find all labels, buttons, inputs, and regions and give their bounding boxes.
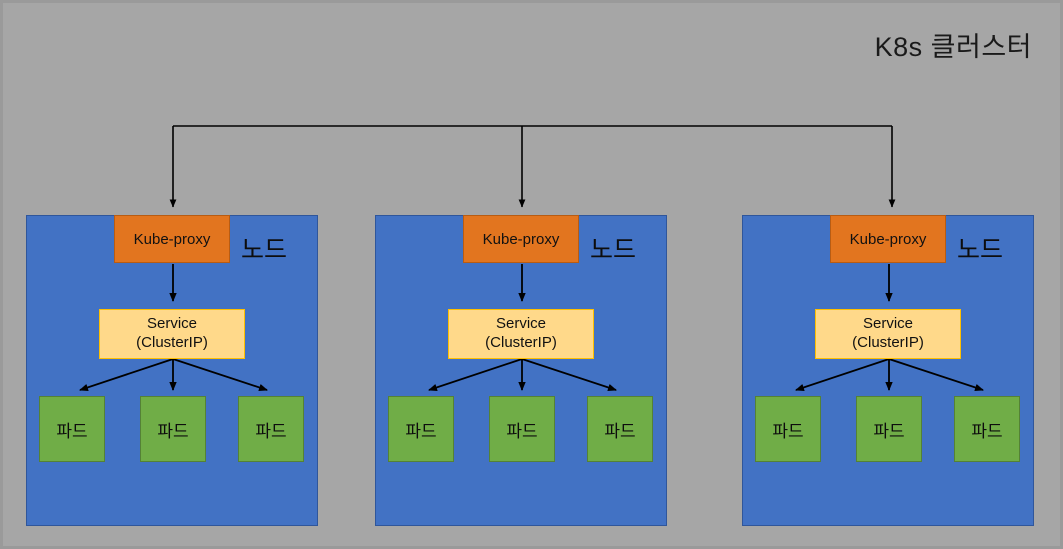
service-label-line1: Service [495,315,547,333]
service-label-line2: (ClusterIP) [485,334,557,351]
node-label: 노드 [589,236,636,264]
arrow-service-to-pod-3 [172,358,268,392]
node-box[interactable]: Kube-proxy 노드 Service (ClusterIP) 파드 파드 … [742,215,1034,526]
pod-box[interactable]: 파드 [954,396,1020,462]
pod-label: 파드 [255,421,287,441]
pods-row: 파드 파드 파드 [743,396,1033,462]
kube-proxy-box[interactable]: Kube-proxy [830,215,946,263]
node-box[interactable]: Kube-proxy 노드 Service (ClusterIP) 파드 파드 … [26,215,318,526]
service-box[interactable]: Service (ClusterIP) [448,309,594,359]
pods-row: 파드 파드 파드 [376,396,666,462]
arrow-service-to-pod-3 [888,358,984,392]
kube-proxy-box[interactable]: Kube-proxy [463,215,579,263]
service-label-line1: Service [862,315,914,333]
node-label: 노드 [240,236,287,264]
arrow-service-to-pod-3 [521,358,617,392]
pod-box[interactable]: 파드 [238,396,304,462]
pod-box[interactable]: 파드 [39,396,105,462]
pod-box[interactable]: 파드 [388,396,454,462]
pod-box[interactable]: 파드 [587,396,653,462]
pod-label: 파드 [157,421,189,441]
pods-row: 파드 파드 파드 [27,396,317,462]
arrow-service-to-pod-1 [795,358,890,391]
service-label-line1: Service [146,315,198,333]
pod-label: 파드 [405,421,437,441]
pod-box[interactable]: 파드 [755,396,821,462]
node-label: 노드 [956,236,1003,264]
kube-proxy-label: Kube-proxy [849,230,927,248]
pod-box[interactable]: 파드 [856,396,922,462]
pod-label: 파드 [506,421,538,441]
node-box[interactable]: Kube-proxy 노드 Service (ClusterIP) 파드 파드 … [375,215,667,526]
arrow-service-to-pod-1 [428,358,523,391]
service-label-line2: (ClusterIP) [852,334,924,351]
cluster-title: K8s 클러스터 [874,32,1032,62]
pod-label: 파드 [56,421,88,441]
pod-label: 파드 [604,421,636,441]
kube-proxy-label: Kube-proxy [133,230,211,248]
service-box[interactable]: Service (ClusterIP) [99,309,245,359]
service-label-line2: (ClusterIP) [136,334,208,351]
service-box[interactable]: Service (ClusterIP) [815,309,961,359]
kube-proxy-label: Kube-proxy [482,230,560,248]
pod-label: 파드 [971,421,1003,441]
pod-label: 파드 [873,421,905,441]
pod-label: 파드 [772,421,804,441]
pod-box[interactable]: 파드 [140,396,206,462]
arrow-service-to-pod-1 [79,358,174,391]
kube-proxy-box[interactable]: Kube-proxy [114,215,230,263]
pod-box[interactable]: 파드 [489,396,555,462]
